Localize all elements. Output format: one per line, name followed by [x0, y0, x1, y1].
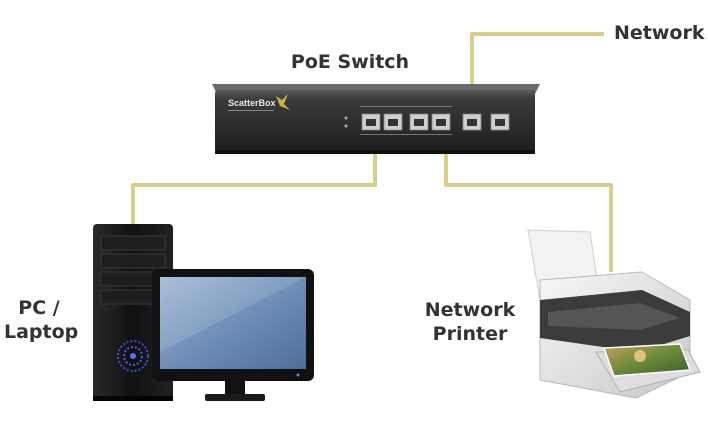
cable-to-pc	[131, 132, 377, 226]
network-printer-label: Network Printer	[420, 298, 520, 346]
cable-to-printer	[444, 132, 613, 272]
pc-laptop-label: PC / Laptop	[4, 296, 79, 344]
printer-label-line1: Network	[424, 299, 516, 321]
poe-switch-icon: ScatterBox	[212, 84, 540, 154]
printer-icon	[527, 229, 701, 399]
desktop-computer-icon	[93, 224, 314, 401]
pc-label-line1: PC /	[18, 297, 60, 319]
network-label: Network	[614, 22, 705, 44]
switch-label: PoE Switch	[290, 51, 410, 73]
printer-label-line2: Printer	[432, 323, 508, 345]
pc-label-line2: Laptop	[4, 321, 79, 343]
brand-star-icon	[276, 94, 290, 110]
switch-brand-logo: ScatterBox	[228, 98, 276, 108]
